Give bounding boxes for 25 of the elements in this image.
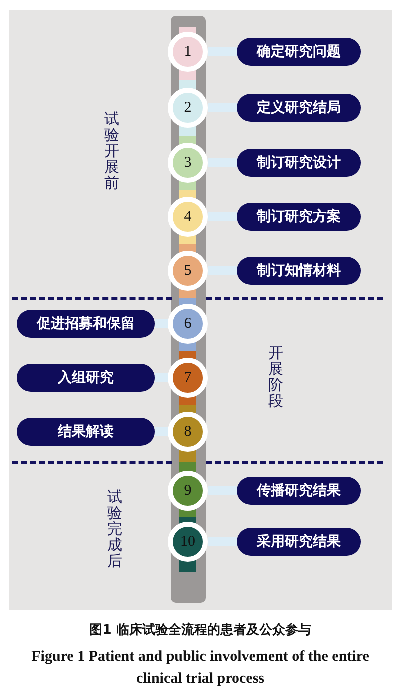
figure-caption: 图1 临床试验全流程的患者及公众参与 [88, 622, 312, 639]
step-label: 定义研究结局 [237, 94, 361, 122]
phase-label: 开展阶段 [268, 346, 284, 410]
step-label: 结果解读 [17, 418, 155, 446]
step-label: 制订知情材料 [237, 257, 361, 285]
connector-line [155, 320, 168, 328]
connector-line [208, 48, 237, 56]
figure-caption: Figure 1 Patient and public involvement of the entire clinical trial process [30, 648, 370, 689]
phase-label: 试验开展前 [104, 112, 120, 192]
step-label: 确定研究问题 [237, 38, 361, 66]
step-label: 制订研究设计 [237, 149, 361, 177]
phase-label: 试验完成后 [107, 490, 123, 570]
step-label: 采用研究结果 [237, 528, 361, 556]
connector-line [208, 538, 237, 546]
connector-line [208, 266, 237, 276]
connector-line [155, 374, 168, 382]
connector-line [208, 486, 237, 496]
step-label: 制订研究方案 [237, 203, 361, 231]
connector-line [208, 104, 237, 112]
step-label: 传播研究结果 [237, 477, 361, 505]
connector-line [208, 158, 237, 168]
step-label: 入组研究 [17, 364, 155, 392]
step-label: 促进招募和保留 [17, 310, 155, 338]
connector-line [155, 428, 168, 436]
connector-line [208, 212, 237, 222]
